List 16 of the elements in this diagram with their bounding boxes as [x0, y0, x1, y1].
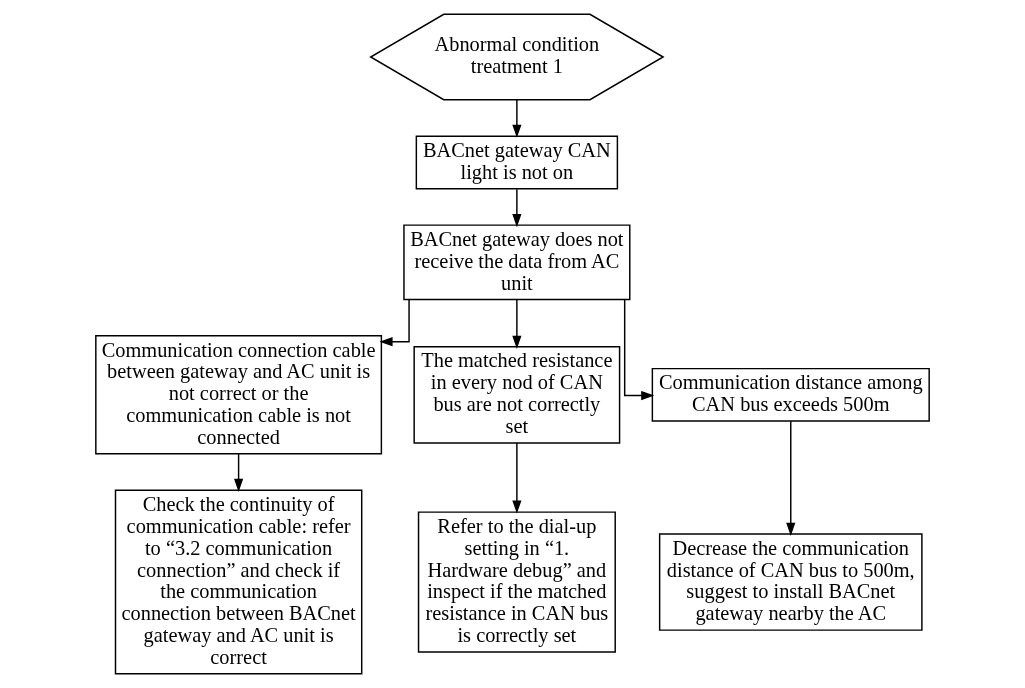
- arrow: [512, 299, 522, 349]
- node-box: Check the continuity of communication cable: refer to “3.2 communication connection” and check if the communication connection between BACnet gateway and AC unit is correct: [114, 489, 363, 675]
- arrow: [234, 453, 244, 492]
- arrow: [379, 298, 410, 347]
- node-box: The matched resistance in every nod of CAN bus are not correctly set: [413, 346, 621, 444]
- arrow: [512, 99, 522, 138]
- node-box: Refer to the dial-up setting in “1. Hardware debug” and inspect if the matched resistance in CAN bus is correctly set: [417, 511, 616, 653]
- node-box: BACnet gateway CAN light is not on: [415, 135, 619, 190]
- arrow: [512, 442, 522, 514]
- node-box: Communication distance among CAN bus exceeds 500m: [651, 367, 930, 422]
- arrow: [786, 420, 796, 536]
- node-box: Decrease the communication distance of CAN bus to 500m, suggest to install BACnet gateway nearby the AC: [658, 533, 923, 631]
- node-box: Communication connection cable between gateway and AC unit is not correct or the communication cable is not connected: [95, 335, 383, 455]
- node-box: BACnet gateway does not receive the data from AC unit: [403, 224, 631, 301]
- arrow: [623, 299, 655, 401]
- arrow: [512, 188, 522, 228]
